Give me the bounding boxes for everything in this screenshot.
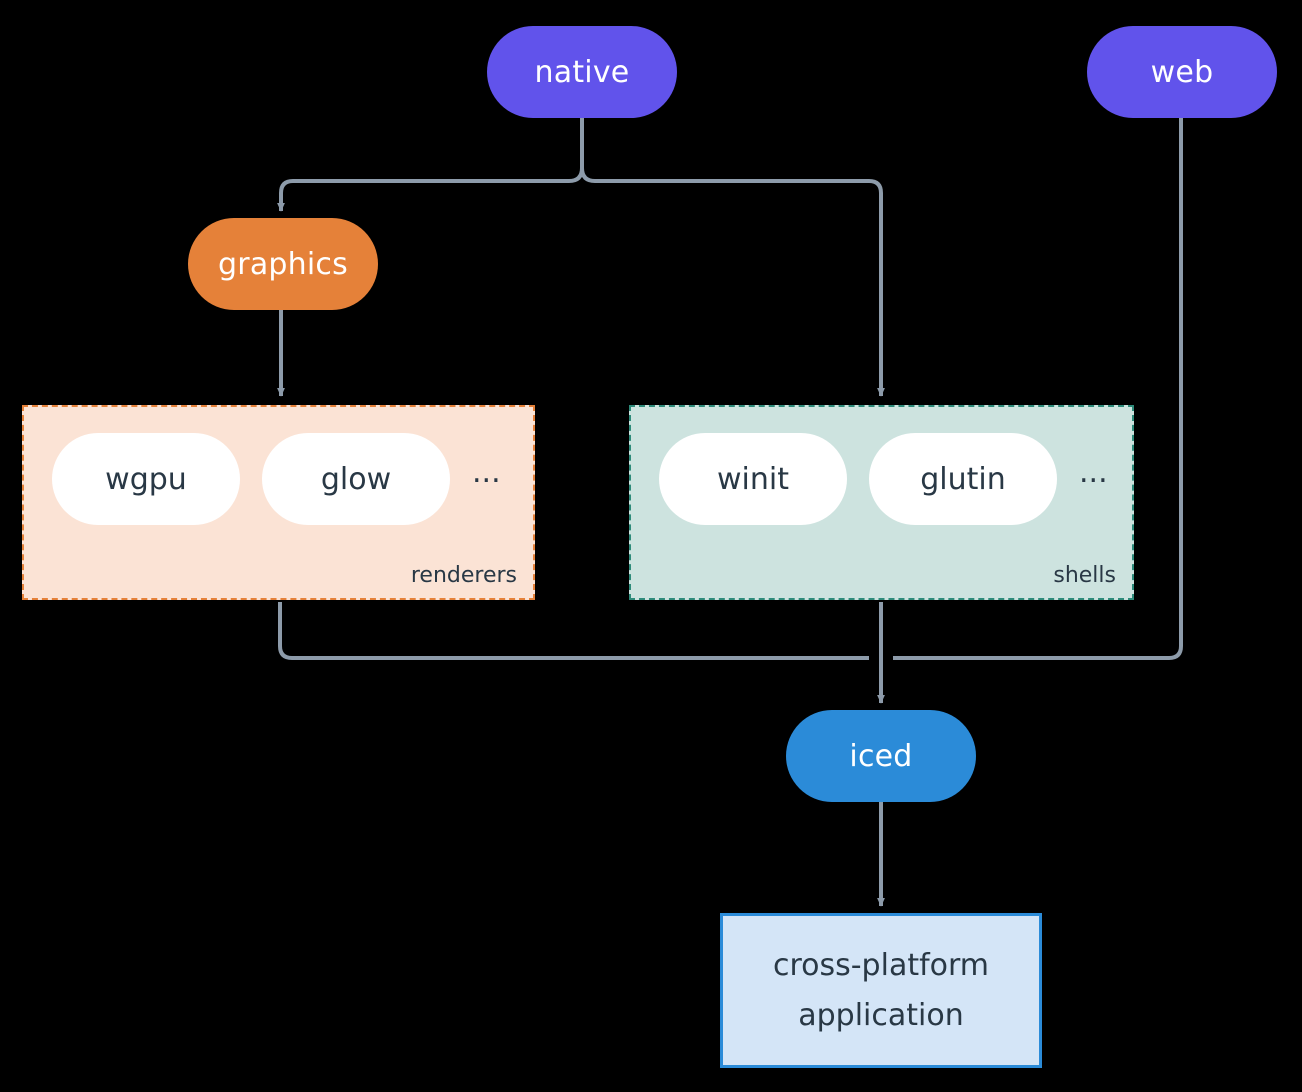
- leaf-glow[interactable]: glow: [262, 433, 450, 525]
- node-native-label: native: [534, 54, 630, 90]
- cluster-shells-items: winit glutin ...: [631, 433, 1132, 525]
- cluster-renderers: wgpu glow ... renderers: [22, 405, 535, 600]
- cluster-renderers-items: wgpu glow ...: [24, 433, 533, 525]
- node-iced-label: iced: [849, 738, 913, 774]
- shells-overflow-ellipsis: ...: [1079, 455, 1108, 490]
- application-label-line2: application: [798, 997, 964, 1033]
- cluster-renderers-label: renderers: [410, 563, 517, 588]
- leaf-winit[interactable]: winit: [659, 433, 847, 525]
- edge-native-to-graphics: [277, 167, 584, 212]
- leaf-glow-label: glow: [320, 461, 392, 497]
- leaf-glutin[interactable]: glutin: [869, 433, 1057, 525]
- node-cross-platform-application[interactable]: cross-platform application: [720, 913, 1042, 1068]
- node-iced[interactable]: iced: [786, 710, 976, 802]
- leaf-glutin-label: glutin: [920, 461, 1006, 497]
- node-web[interactable]: web: [1087, 26, 1277, 118]
- node-graphics-label: graphics: [218, 246, 348, 282]
- node-native[interactable]: native: [487, 26, 677, 118]
- leaf-winit-label: winit: [717, 461, 789, 497]
- application-label-line1: cross-platform: [772, 948, 990, 983]
- cluster-shells: winit glutin ... shells: [629, 405, 1134, 600]
- leaf-wgpu[interactable]: wgpu: [52, 433, 240, 525]
- edge-native-to-shells: [580, 167, 885, 397]
- edge-web-to-iced: [893, 118, 1183, 660]
- renderers-overflow-ellipsis: ...: [472, 455, 501, 490]
- leaf-wgpu-label: wgpu: [105, 461, 187, 497]
- node-graphics[interactable]: graphics: [188, 218, 378, 310]
- node-web-label: web: [1150, 54, 1214, 90]
- edge-renderers-to-iced: [278, 602, 869, 660]
- cluster-shells-label: shells: [1053, 563, 1116, 588]
